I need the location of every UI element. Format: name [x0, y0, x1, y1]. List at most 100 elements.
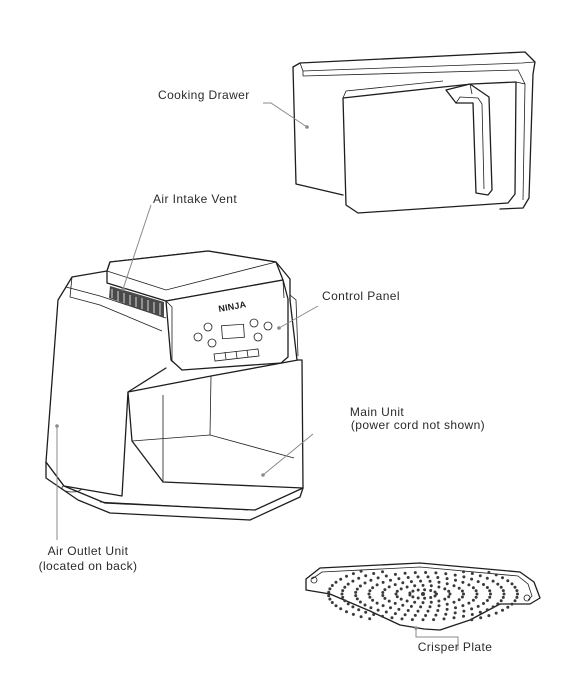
plate-hole [375, 583, 379, 587]
plate-hole [434, 613, 438, 617]
plate-hole [358, 600, 362, 604]
plate-hole [453, 573, 457, 577]
plate-hole [488, 589, 492, 593]
plate-hole [395, 589, 399, 593]
plate-hole [475, 592, 479, 596]
label-air-intake-vent: Air Intake Vent [153, 192, 237, 206]
plate-hole [487, 614, 491, 618]
plate-hole [346, 602, 350, 606]
plate-hole [383, 596, 387, 600]
leader-lines [55, 102, 459, 650]
plate-hole [467, 583, 471, 587]
plate-hole [364, 610, 368, 614]
plate-hole [357, 576, 361, 580]
plate-hole [376, 576, 380, 580]
plate-hole [371, 586, 375, 590]
plate-hole [513, 585, 517, 589]
plate-hole [405, 585, 409, 589]
crisper-plate-holes [327, 569, 519, 622]
plate-hole [375, 601, 379, 605]
plate-hole [502, 592, 506, 596]
plate-hole [429, 596, 433, 599]
plate-hole [364, 574, 368, 578]
plate-hole [421, 601, 425, 605]
label-cooking-drawer: Cooking Drawer [158, 88, 250, 102]
plate-hole [470, 577, 474, 581]
label-main-unit-note: (power cord not shown) [351, 418, 485, 432]
plate-hole [384, 574, 388, 578]
plate-hole [429, 600, 433, 604]
plate-hole [416, 588, 420, 592]
plate-hole [368, 589, 372, 593]
plate-hole [393, 601, 397, 605]
plate-hole [397, 607, 401, 611]
plate-hole [506, 605, 510, 609]
plate-hole [470, 607, 474, 611]
plate-hole [491, 579, 495, 583]
plate-hole [442, 617, 446, 621]
plate-hole [445, 577, 449, 581]
label-air-outlet-note: (located on back) [39, 559, 138, 573]
plate-hole [496, 602, 500, 606]
plate-hole [399, 597, 403, 601]
plate-hole-center [421, 592, 425, 596]
plate-hole [355, 597, 359, 601]
plate-hole [426, 575, 430, 579]
plate-hole [488, 595, 492, 599]
plate-hole [474, 595, 478, 599]
plate-hole [462, 614, 465, 618]
plate-hole [371, 598, 375, 602]
plate-hole [506, 579, 510, 583]
plate-hole [470, 618, 474, 622]
plate-hole [351, 612, 355, 616]
plate-hole [516, 592, 519, 596]
plate-hole [471, 586, 475, 590]
label-control-panel: Control Panel [322, 289, 400, 303]
plate-hole [467, 601, 471, 605]
plate-hole [421, 618, 425, 622]
plate-hole [432, 618, 436, 622]
plate-hole [489, 592, 492, 596]
plate-hole [436, 609, 440, 612]
plate-hole [501, 595, 505, 599]
plate-hole [330, 584, 334, 587]
plate-hole [401, 603, 405, 607]
plate-hole [381, 591, 385, 594]
label-crisper-plate: Crisper Plate [418, 640, 493, 654]
plate-hole [501, 576, 504, 580]
plate-hole [421, 583, 425, 587]
plate-hole [381, 570, 384, 574]
plate-hole [381, 580, 385, 584]
plate-hole [330, 601, 334, 604]
plate-hole [393, 583, 397, 587]
plate-hole [460, 595, 464, 599]
plate-hole [437, 580, 441, 584]
plate-hole [387, 585, 391, 589]
plate-hole [381, 604, 385, 608]
plate-hole [510, 602, 514, 606]
plate-hole [462, 570, 465, 574]
plate-hole [445, 607, 449, 611]
plate-hole [403, 613, 407, 617]
plate-hole [354, 590, 358, 594]
plate-hole [515, 595, 519, 599]
plate-hole [363, 581, 367, 585]
plate-hole [485, 608, 489, 612]
plate-hole [428, 605, 432, 609]
plate-hole [485, 576, 489, 580]
plate-hole [444, 612, 448, 616]
plate-hole [405, 599, 409, 603]
plate-hole [424, 571, 428, 574]
plate-hole [389, 606, 392, 610]
plate-hole [485, 586, 489, 589]
plate-hole [433, 594, 437, 598]
plate-hole [410, 618, 414, 622]
plate-hole [499, 599, 503, 603]
plate-hole [479, 616, 483, 620]
plate-hole [457, 598, 461, 602]
plate-hole [334, 604, 338, 608]
plate-hole [437, 599, 441, 603]
plate-hole [369, 578, 373, 582]
plate-hole [443, 587, 447, 591]
plate-hole [359, 569, 363, 573]
